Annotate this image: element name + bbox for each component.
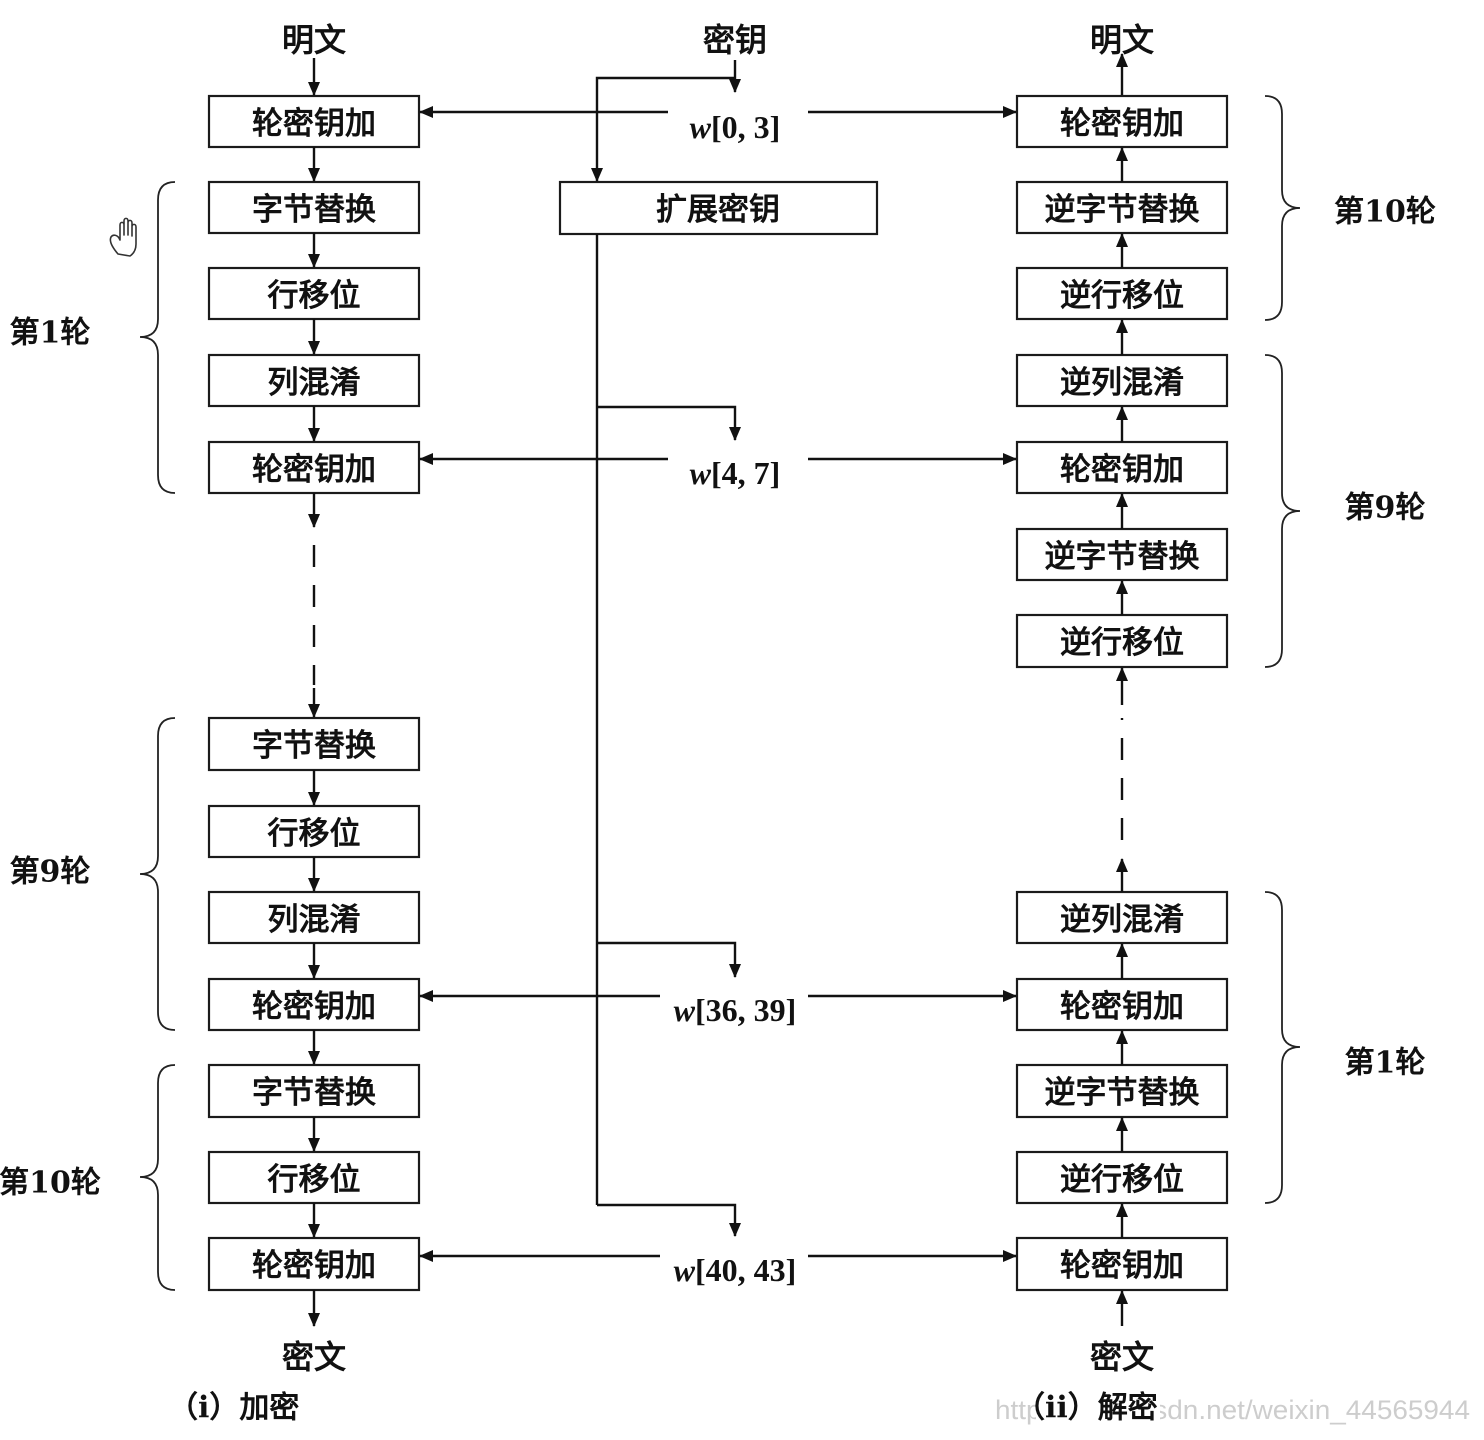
dec-inv-sub-bytes-box-round-9: 逆字节替换 bbox=[1015, 527, 1229, 582]
dec-round-10-label: 第10轮 bbox=[1334, 195, 1436, 230]
dec-round-10-brace bbox=[1264, 95, 1301, 321]
caption-backdrop bbox=[1036, 1388, 1160, 1430]
dec-inv-shift-rows-box-round-10: 逆行移位 bbox=[1015, 266, 1229, 321]
enc-mix-columns-box-round-1: 列混淆 bbox=[207, 353, 421, 408]
enc-sub-bytes-box-round-10: 字节替换 bbox=[207, 1063, 421, 1119]
enc-add-round-key-box-round-10: 轮密钥加 bbox=[207, 1236, 421, 1292]
dec-inv-sub-bytes-box-round-10: 逆字节替换 bbox=[1015, 180, 1229, 235]
box-label: 轮密钥加 bbox=[252, 106, 376, 142]
enc-ciphertext-label: 密文 bbox=[282, 1338, 346, 1376]
box-label: 行移位 bbox=[267, 1162, 361, 1198]
box-label: 列混淆 bbox=[268, 902, 361, 938]
enc-round-9-brace bbox=[139, 717, 176, 1031]
key-expansion-box: 扩展密钥 bbox=[558, 180, 879, 236]
box-label: 字节替换 bbox=[252, 192, 376, 228]
dec-round-1-label: 第1轮 bbox=[1345, 1046, 1426, 1081]
enc-round-9-label: 第9轮 bbox=[10, 855, 91, 890]
decryption-caption: （ii）解密 bbox=[1015, 1391, 1158, 1426]
round-key-branch-arrow bbox=[597, 1203, 741, 1237]
box-label: 逆字节替换 bbox=[1045, 192, 1200, 228]
enc-round-10-brace bbox=[139, 1064, 176, 1291]
enc-shift-rows-box-round-10: 行移位 bbox=[207, 1150, 421, 1205]
enc-round-1-label: 第1轮 bbox=[10, 316, 91, 351]
enc-shift-rows-box-round-1: 行移位 bbox=[207, 266, 421, 321]
dec-add-round-key-box-round-9: 轮密钥加 bbox=[1015, 440, 1229, 495]
enc-mix-columns-box-round-9: 列混淆 bbox=[207, 890, 421, 945]
box-label: 列混淆 bbox=[268, 365, 361, 401]
box-label: 逆字节替换 bbox=[1045, 539, 1200, 575]
round-key-label-3: w[40, 43] bbox=[674, 1252, 797, 1288]
dec-ciphertext-label: 密文 bbox=[1090, 1338, 1154, 1376]
decryption-column: 明文 轮密钥加 逆字节替换 逆行移位 逆列混淆 轮密钥加 逆字节替换 逆行移位 bbox=[1015, 21, 1436, 1430]
dec-add-round-key-box-round-10: 轮密钥加 bbox=[1015, 94, 1229, 149]
box-label: 轮密钥加 bbox=[1060, 106, 1184, 142]
enc-round-1-brace bbox=[139, 181, 176, 494]
box-label: 逆行移位 bbox=[1060, 1162, 1184, 1198]
dec-add-round-key-box-initial: 轮密钥加 bbox=[1015, 1236, 1229, 1292]
box-label: 轮密钥加 bbox=[1060, 1248, 1184, 1284]
box-label: 轮密钥加 bbox=[252, 1248, 376, 1284]
box-label: 轮密钥加 bbox=[1060, 452, 1184, 488]
box-label: 轮密钥加 bbox=[252, 989, 376, 1025]
encryption-column: 明文 轮密钥加 字节替换 行移位 列混淆 轮密钥加 字节替换 行移位 bbox=[0, 21, 421, 1426]
box-label: 逆列混淆 bbox=[1060, 365, 1184, 401]
dec-round-9-label: 第9轮 bbox=[1345, 491, 1426, 526]
box-label: 行移位 bbox=[267, 278, 361, 314]
dec-inv-shift-rows-box-round-9: 逆行移位 bbox=[1015, 613, 1229, 669]
box-label: 轮密钥加 bbox=[1060, 989, 1184, 1025]
enc-add-round-key-box-round-1: 轮密钥加 bbox=[207, 440, 421, 495]
box-label: 字节替换 bbox=[252, 1075, 376, 1111]
enc-add-round-key-box-initial: 轮密钥加 bbox=[207, 94, 421, 149]
box-label: 轮密钥加 bbox=[252, 452, 376, 488]
key-schedule: 密钥 扩展密钥 w[0, 3] w[4, 7] w[36, 39] w[40, … bbox=[419, 21, 1017, 1288]
box-label: 扩展密钥 bbox=[656, 192, 780, 228]
dec-inv-mix-columns-box-round-1: 逆列混淆 bbox=[1015, 890, 1229, 945]
enc-shift-rows-box-round-9: 行移位 bbox=[207, 804, 421, 859]
encryption-caption: （i）加密 bbox=[168, 1391, 299, 1426]
round-key-branch-arrow bbox=[597, 405, 741, 441]
box-label: 字节替换 bbox=[252, 728, 376, 764]
box-label: 逆字节替换 bbox=[1045, 1075, 1200, 1111]
dec-plaintext-label: 明文 bbox=[1090, 21, 1154, 59]
dec-add-round-key-box-round-1: 轮密钥加 bbox=[1015, 977, 1229, 1032]
box-label: 逆行移位 bbox=[1060, 625, 1184, 661]
box-label: 逆行移位 bbox=[1060, 278, 1184, 314]
enc-plaintext-label: 明文 bbox=[282, 21, 346, 59]
round-key-branch-arrow bbox=[597, 941, 741, 978]
round-key-label-0: w[0, 3] bbox=[690, 109, 781, 145]
hand-cursor-icon bbox=[109, 217, 137, 257]
box-label: 逆列混淆 bbox=[1060, 902, 1184, 938]
key-to-expansion-arrow bbox=[591, 76, 735, 182]
dec-round-9-brace bbox=[1264, 354, 1301, 668]
dec-inv-sub-bytes-box-round-1: 逆字节替换 bbox=[1015, 1063, 1229, 1119]
round-key-label-1: w[4, 7] bbox=[690, 455, 781, 491]
dec-inv-mix-columns-box-round-9: 逆列混淆 bbox=[1015, 353, 1229, 408]
enc-add-round-key-box-round-9: 轮密钥加 bbox=[207, 977, 421, 1032]
enc-round-10-label: 第10轮 bbox=[0, 1166, 101, 1201]
dec-inv-shift-rows-box-round-1: 逆行移位 bbox=[1015, 1150, 1229, 1205]
enc-sub-bytes-box-round-1: 字节替换 bbox=[207, 180, 421, 235]
key-label: 密钥 bbox=[703, 21, 767, 59]
round-key-label-2: w[36, 39] bbox=[674, 992, 797, 1028]
box-label: 行移位 bbox=[267, 816, 361, 852]
enc-sub-bytes-box-round-9: 字节替换 bbox=[207, 716, 421, 772]
dec-round-1-brace bbox=[1264, 891, 1301, 1204]
